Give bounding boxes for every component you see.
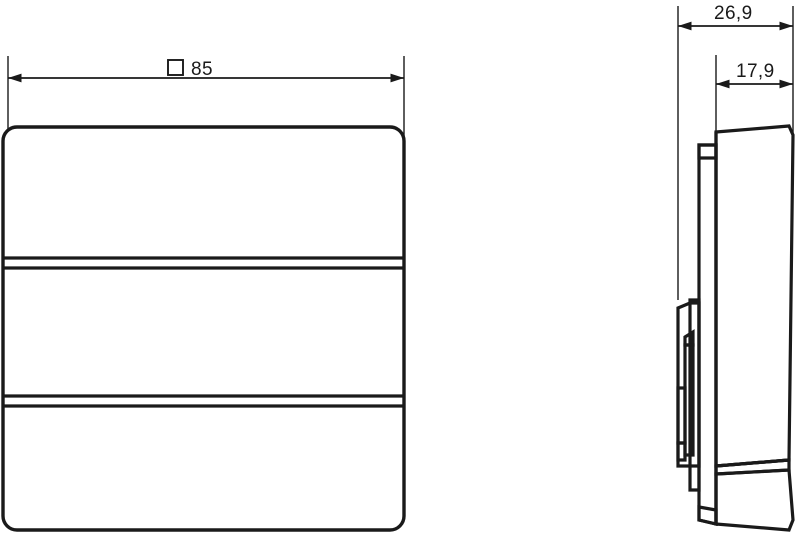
rear-box-bottom-lip [676, 441, 687, 462]
square-symbol-icon [167, 59, 184, 76]
dimension-label-26-9: 26,9 [714, 3, 753, 24]
front-view: 85 [1, 56, 406, 532]
faceplate-top-notch [697, 143, 718, 160]
inner-frame-plate [697, 143, 718, 527]
side-view-dimensions: 26,9 17,9 [677, 3, 794, 300]
front-face-outline [1, 125, 406, 532]
mounting-flange [688, 298, 701, 492]
profile-rocker-seam-mid [715, 458, 790, 468]
side-view [676, 124, 795, 532]
rear-terminal-claw-lower [676, 386, 687, 445]
dimension-label-square-85: 85 [191, 59, 213, 80]
faceplate-bottom-notch [697, 505, 718, 527]
faceplate-upper-body [714, 124, 795, 468]
faceplate-lower-body [714, 468, 795, 532]
dimension-label-17-9: 17,9 [736, 61, 775, 82]
